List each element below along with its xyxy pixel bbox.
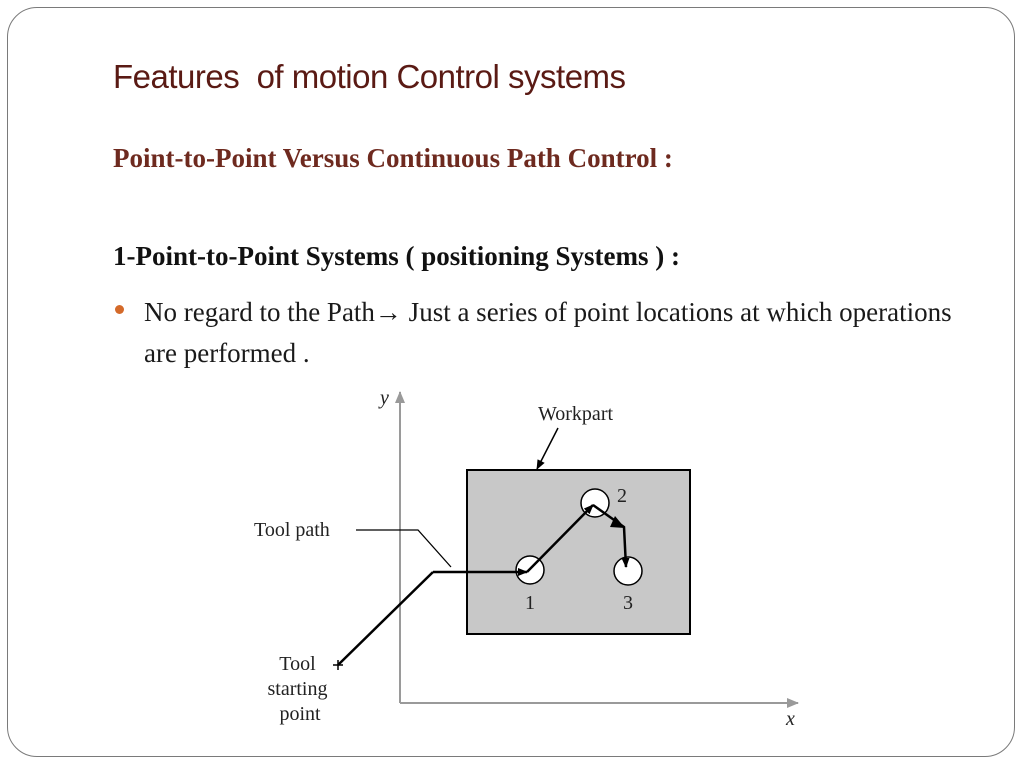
workpart-leader	[536, 427, 559, 470]
workpart-label: Workpart	[538, 403, 613, 425]
tool-start-cross-icon	[333, 660, 343, 670]
tool-path-segment-1-to-2	[526, 504, 594, 573]
tool-start-label-line-1: Tool	[279, 653, 316, 675]
tool-path-label: Tool path	[254, 519, 330, 541]
tool-path-leader	[356, 529, 452, 568]
tool-start-label: Tool starting point	[268, 653, 333, 725]
bullet-dot-icon	[115, 305, 124, 314]
point-1-label: 1	[525, 592, 535, 614]
x-axis-label: x	[785, 708, 795, 730]
tool-start-label-line-2: starting	[268, 678, 328, 700]
point-2-label: 2	[617, 485, 627, 507]
point-3-label: 3	[623, 592, 633, 614]
workpart-rect	[466, 469, 691, 635]
slide-title: Features of motion Control systems	[113, 58, 626, 95]
y-axis-label: y	[378, 387, 389, 409]
slide-subtitle: Point-to-Point Versus Continuous Path Co…	[113, 143, 673, 173]
point-to-point-diagram: y x Workpart 1 2 3 Tool path Tool starti…	[254, 387, 799, 730]
tool-path-mid-arrowhead-icon	[610, 516, 625, 528]
point-3-circle	[613, 556, 643, 586]
tool-start-label-line-3: point	[279, 703, 321, 725]
section-heading: 1-Point-to-Point Systems ( positioning S…	[113, 241, 680, 271]
tool-path-segment-start	[337, 571, 434, 666]
bullet-text: No regard to the Path→ Just a series of …	[144, 297, 952, 368]
